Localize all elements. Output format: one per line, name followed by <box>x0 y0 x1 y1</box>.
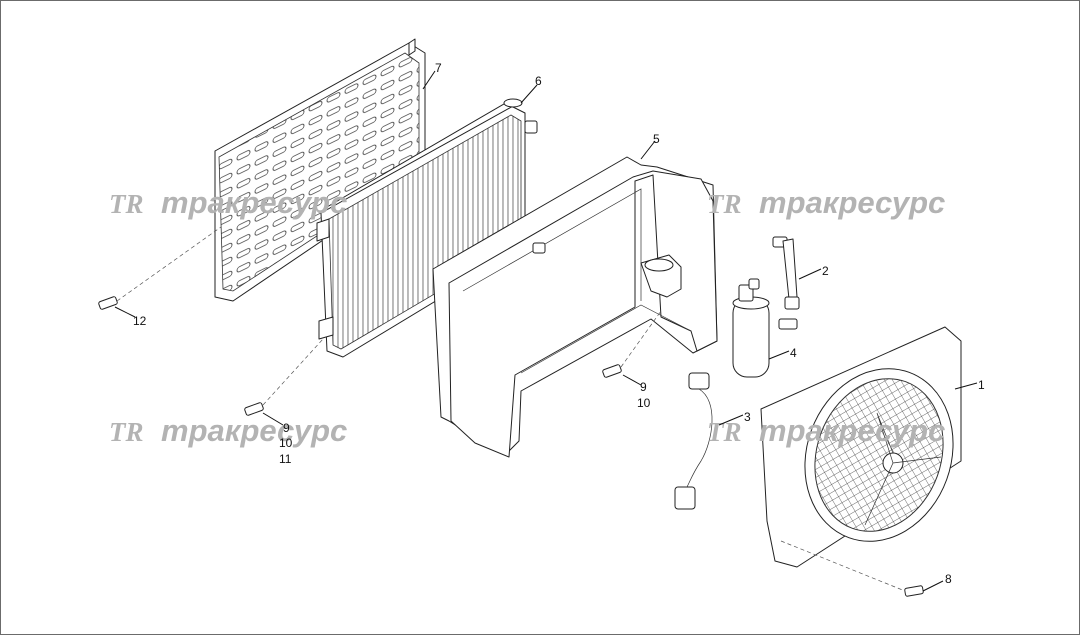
condenser <box>316 98 538 358</box>
watermark-text: тракресурс <box>161 185 347 220</box>
watermark-2: TR тракресурс <box>707 185 945 220</box>
grille-panel <box>214 38 426 302</box>
callout-8: 8 <box>945 572 952 586</box>
callout-12: 12 <box>133 314 147 328</box>
bolt-12 <box>98 296 118 310</box>
leader-lines <box>114 70 978 592</box>
callout-7: 7 <box>435 61 442 75</box>
callout-10-frame: 10 <box>637 396 651 410</box>
mounting-frame <box>432 156 718 458</box>
callout-1: 1 <box>978 378 985 392</box>
watermark-text: тракресурс <box>759 185 945 220</box>
bolt-9-frame <box>602 364 622 378</box>
bolt-8 <box>904 585 924 597</box>
watermark-1: TR тракресурс <box>109 185 347 220</box>
callout-9-frame: 9 <box>640 380 647 394</box>
callout-3: 3 <box>744 410 751 424</box>
watermark-text: тракресурс <box>759 413 945 448</box>
callout-9: 9 <box>283 421 290 435</box>
watermark-4: TR тракресурс <box>707 413 945 448</box>
watermark-3: TR тракресурс <box>109 413 347 448</box>
callout-4: 4 <box>790 346 797 360</box>
watermark-logo: TR <box>707 417 742 447</box>
callout-2: 2 <box>822 264 829 278</box>
watermark-logo: TR <box>109 417 144 447</box>
callout-11: 11 <box>279 452 292 466</box>
bolt-9 <box>244 402 264 416</box>
callout-5: 5 <box>653 132 660 146</box>
fan-shroud <box>760 326 962 568</box>
callout-6: 6 <box>535 74 542 88</box>
callouts: 1 2 3 4 5 6 7 8 9 10 12 9 10 11 <box>133 61 985 586</box>
assembly-lines <box>116 226 906 592</box>
watermark-text: тракресурс <box>161 413 347 448</box>
watermark-logo: TR <box>707 189 742 219</box>
watermark-logo: TR <box>109 189 144 219</box>
callout-10: 10 <box>279 436 293 450</box>
refrigerant-hose <box>772 236 800 330</box>
receiver-drier <box>732 278 770 378</box>
wire-harness <box>674 372 713 510</box>
